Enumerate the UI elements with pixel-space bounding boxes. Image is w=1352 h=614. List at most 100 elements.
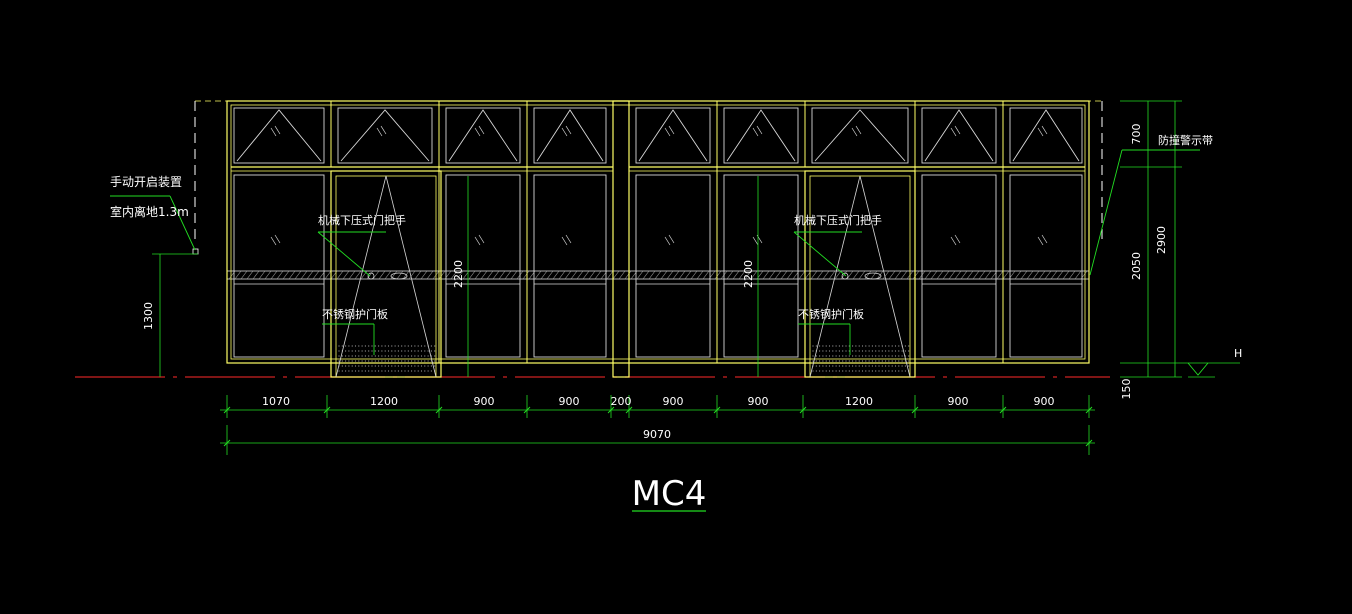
door-left-kickplate-dot bbox=[424, 360, 426, 362]
door-left-kickplate-dot bbox=[354, 365, 357, 367]
door-left-kickplate-dot bbox=[394, 370, 396, 372]
anti-collision-hatch bbox=[258, 270, 266, 280]
door-right-kickplate-dot bbox=[904, 365, 907, 367]
door-left-kickplate-dot bbox=[387, 370, 390, 372]
door-left-kickplate-dot bbox=[381, 345, 383, 347]
dim-chain-tick-3 bbox=[523, 406, 531, 414]
door-right-kickplate-dot bbox=[815, 365, 817, 367]
door-left-kickplate-dot bbox=[338, 350, 340, 352]
lower-pane-5 bbox=[921, 174, 997, 358]
door-left-kickplate-dot bbox=[424, 370, 426, 372]
door-right-kickplate-dot bbox=[881, 370, 883, 372]
anti-collision-hatch bbox=[504, 270, 512, 280]
door-left-kickplate-dot bbox=[338, 370, 340, 372]
door-right-kickplate-dot bbox=[832, 345, 834, 347]
door-right-kickplate-dot bbox=[842, 360, 844, 362]
door-left-kickplate-dot bbox=[381, 370, 383, 372]
door-left-kickplate-dot bbox=[361, 360, 363, 362]
door-right-kickplate-dot bbox=[894, 345, 897, 347]
door-left-kickplate-dot bbox=[358, 355, 360, 357]
door-left-kickplate-dot bbox=[424, 345, 426, 347]
door-left-kickplate-dot bbox=[341, 370, 343, 372]
door-left-kickplate-dot bbox=[338, 345, 340, 347]
door-right-kickplate-dot bbox=[842, 345, 844, 347]
lower-pane-4 bbox=[723, 174, 799, 358]
dim-overall-tick-1 bbox=[1085, 439, 1093, 447]
door-left-kickplate-dot bbox=[368, 365, 370, 367]
door-right-kickplate-dot bbox=[852, 365, 854, 367]
anti-collision-hatch bbox=[246, 270, 254, 280]
door-right-kickplate-dot bbox=[825, 360, 827, 362]
door-right-kickplate-dot bbox=[852, 350, 854, 352]
door-right-kickplate-dot bbox=[822, 360, 824, 362]
anti-collision-hatch bbox=[888, 270, 896, 280]
door-left-kickplate-dot bbox=[404, 370, 406, 372]
door-left-kickplate-dot bbox=[394, 355, 396, 357]
dim-text-door-height-left: 2200 bbox=[452, 260, 465, 288]
door-right-kickplate-dot bbox=[891, 345, 893, 347]
anti-collision-hatch bbox=[570, 270, 578, 280]
anti-collision-hatch bbox=[996, 270, 1004, 280]
door-right-kickplate-dot bbox=[861, 345, 864, 347]
door-right-kickplate-dot bbox=[858, 355, 860, 357]
door-left-kickplate-dot bbox=[420, 350, 423, 352]
door-left-kickplate-dot bbox=[358, 345, 360, 347]
door-left-kickplate-dot bbox=[417, 345, 419, 347]
anti-collision-hatch bbox=[636, 270, 644, 280]
anti-collision-hatch bbox=[1044, 270, 1052, 280]
door-right-kickplate-dot bbox=[828, 365, 831, 367]
glass-mark-b-1 bbox=[380, 125, 387, 135]
door-right-kickplate-dot bbox=[865, 365, 867, 367]
anti-collision-hatch bbox=[396, 270, 404, 280]
dim-text-device-height: 1300 bbox=[142, 302, 155, 330]
door-right-kickplate-dot bbox=[878, 355, 880, 357]
lower-glass-mark-4 bbox=[752, 236, 759, 246]
door-right-kickplate-dot bbox=[835, 360, 837, 362]
anti-collision-hatch bbox=[672, 270, 680, 280]
anti-collision-hatch bbox=[972, 270, 980, 280]
door-right-kickplate-dot bbox=[845, 350, 847, 352]
door-right-kickplate-dot bbox=[881, 355, 883, 357]
door-left-kickplate-dot bbox=[394, 360, 396, 362]
door-right-kickplate-dot bbox=[888, 360, 890, 362]
door-right-kickplate-dot bbox=[835, 365, 837, 367]
door-left-kickplate-dot bbox=[411, 350, 413, 352]
transom-pane-3 bbox=[533, 107, 607, 164]
glass-mark-b-3 bbox=[565, 125, 572, 135]
door-right-kickplate-dot bbox=[861, 350, 864, 352]
door-right-kickplate-dot bbox=[828, 360, 831, 362]
anti-collision-hatch bbox=[342, 270, 350, 280]
dim-text-seg-1: 1070 bbox=[262, 395, 290, 408]
label-handle-right: 机械下压式门把手 bbox=[794, 213, 882, 227]
lower-glass-mark-b-3 bbox=[668, 234, 675, 244]
dim-text-door-height-right: 2200 bbox=[742, 260, 755, 288]
door-left-kickplate-dot bbox=[361, 355, 363, 357]
anti-collision-hatch bbox=[954, 270, 962, 280]
door-right-kickplate-dot bbox=[894, 350, 897, 352]
door-kickplate-hatch bbox=[226, 270, 1090, 372]
door-left-kickplate-dot bbox=[361, 345, 363, 347]
door-right-kickplate-dot bbox=[894, 365, 897, 367]
door-right-kickplate-dot bbox=[855, 370, 857, 372]
label-level-mark: H bbox=[1234, 347, 1242, 360]
door-right-kickplate-dot bbox=[885, 345, 887, 347]
door-left-kickplate-dot bbox=[414, 360, 416, 362]
door-left-kickplate-dot bbox=[381, 360, 383, 362]
dim-chain-tick-8 bbox=[911, 406, 919, 414]
transom-pane-1 bbox=[337, 107, 433, 164]
door-left-kickplate-dot bbox=[401, 345, 403, 347]
door-right-kickplate-dot bbox=[885, 370, 887, 372]
door-right-kickplate-dot bbox=[822, 355, 824, 357]
anti-collision-hatch bbox=[1038, 270, 1046, 280]
door-right-kickplate-dot bbox=[825, 365, 827, 367]
door-right-kickplate-dot bbox=[835, 345, 837, 347]
door-right-kickplate-dot bbox=[908, 365, 910, 367]
door-left-kickplate-dot bbox=[427, 350, 429, 352]
anti-collision-hatch bbox=[732, 270, 740, 280]
door-left-kickplate-dot bbox=[434, 360, 436, 362]
door-left-kickplate-dot bbox=[338, 360, 340, 362]
curtain-wall-frame bbox=[226, 100, 1090, 378]
door-left-kickplate-dot bbox=[417, 365, 419, 367]
anti-collision-hatch bbox=[840, 270, 848, 280]
anti-collision-hatch bbox=[534, 270, 542, 280]
